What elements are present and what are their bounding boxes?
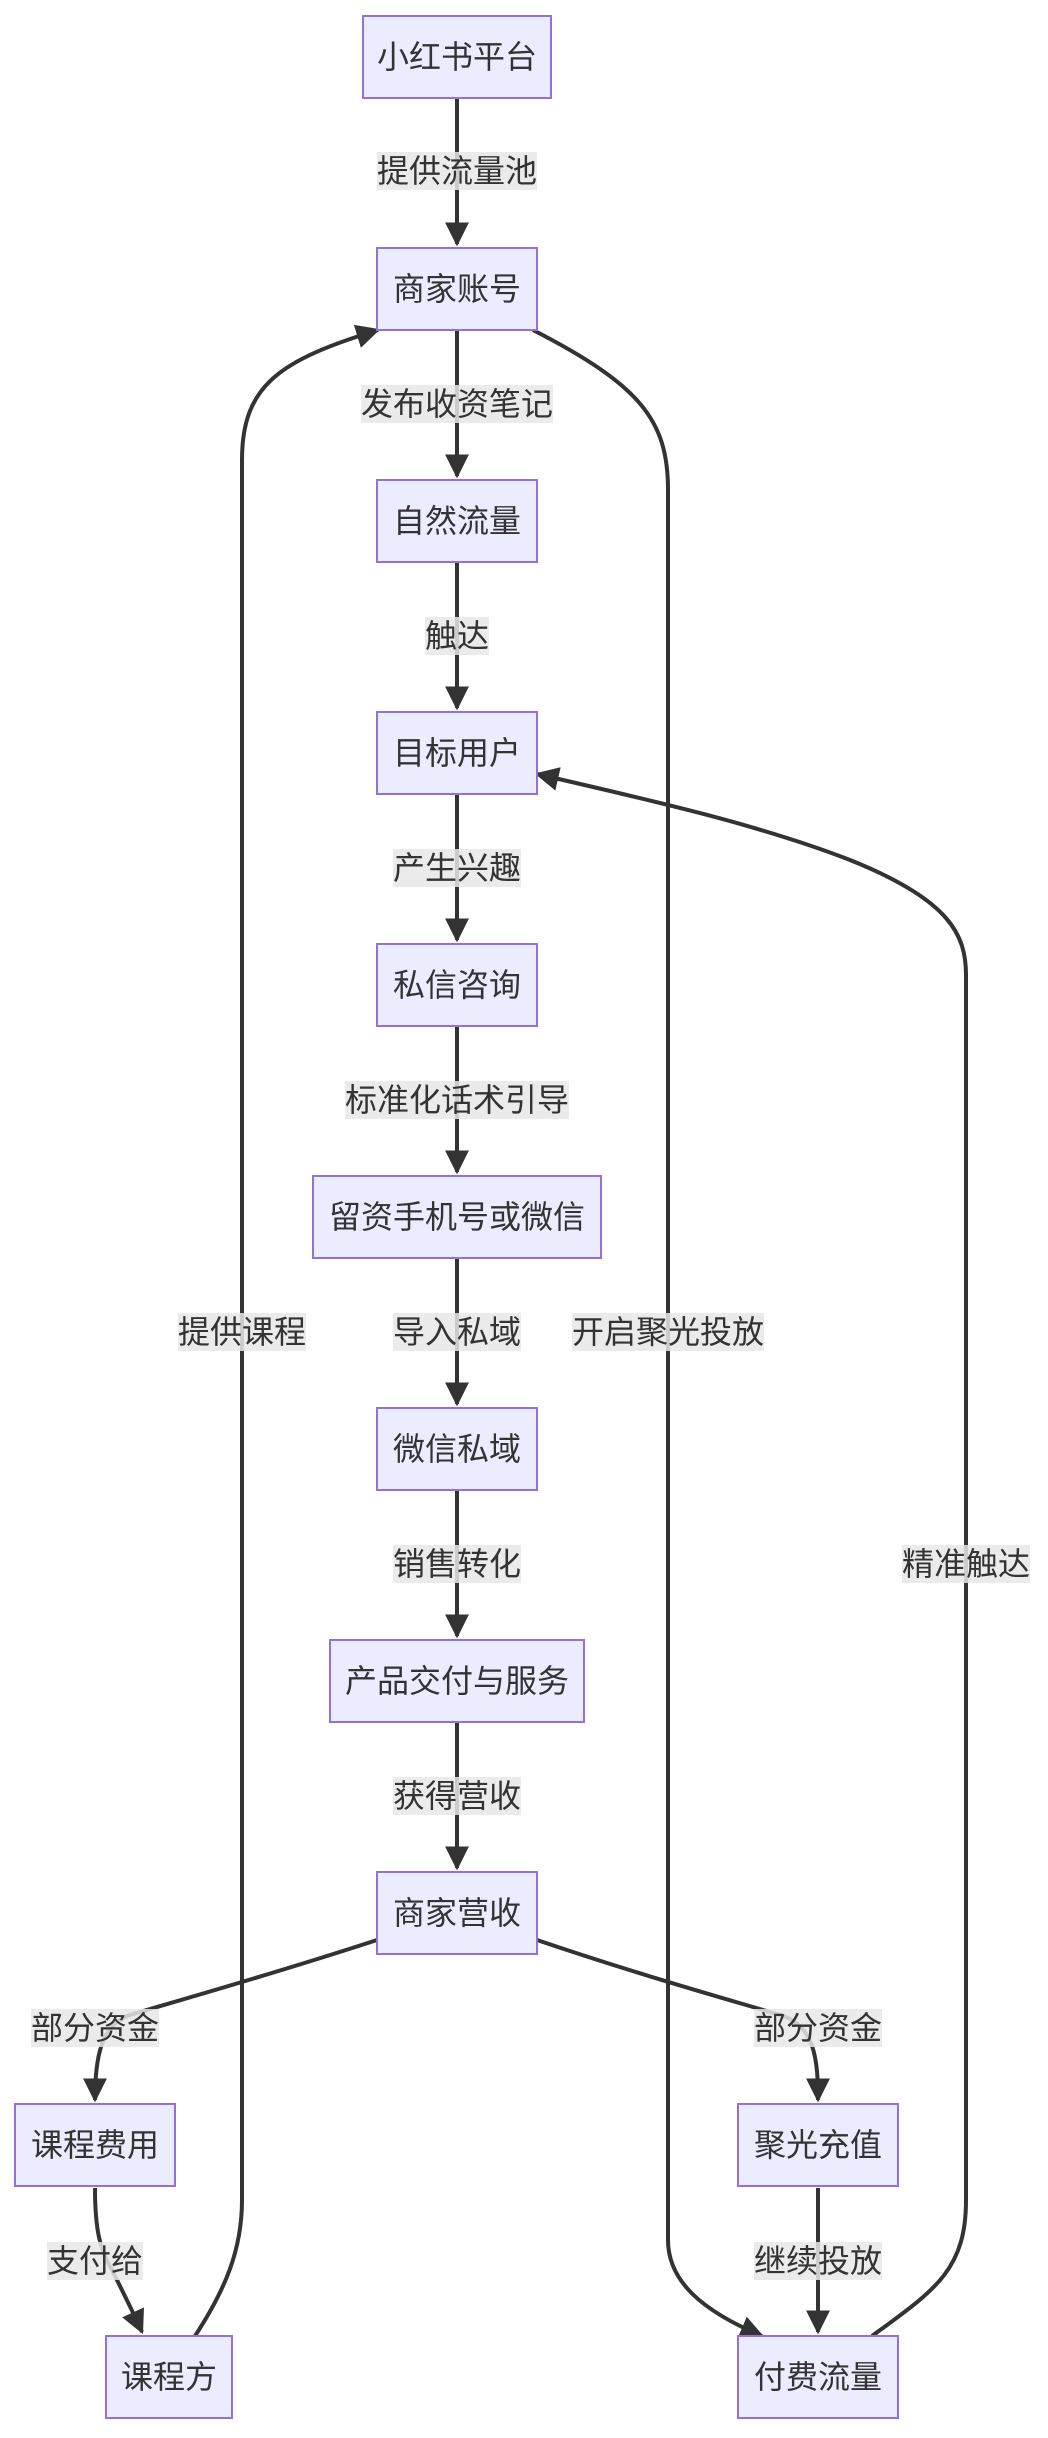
svg-text:销售转化: 销售转化 (393, 1545, 521, 1583)
svg-text:私信咨询: 私信咨询 (393, 966, 521, 1004)
edge-label-provide-course: 提供课程 (178, 1313, 306, 1351)
svg-text:商家账号: 商家账号 (393, 270, 521, 308)
node-target-user: 目标用户 (376, 711, 538, 795)
edge-label-publish-notes: 发布收资笔记 (361, 385, 553, 423)
edge-label-import-private: 导入私域 (393, 1313, 521, 1351)
edge-label-part-funds-right: 部分资金 (754, 2009, 882, 2047)
svg-text:付费流量: 付费流量 (754, 2358, 882, 2396)
svg-text:提供流量池: 提供流量池 (377, 152, 537, 190)
edge-provider-to-merchant (193, 324, 381, 2338)
svg-text:留资手机号或微信: 留资手机号或微信 (329, 1198, 585, 1236)
svg-text:小红书平台: 小红书平台 (377, 38, 537, 76)
node-juguang-recharge: 聚光充值 (737, 2103, 899, 2187)
node-platform: 小红书平台 (362, 15, 552, 99)
node-leave-contact: 留资手机号或微信 (312, 1175, 602, 1259)
svg-text:部分资金: 部分资金 (754, 2009, 882, 2047)
svg-text:部分资金: 部分资金 (31, 2009, 159, 2047)
svg-text:商家营收: 商家营收 (393, 1894, 521, 1932)
svg-text:聚光充值: 聚光充值 (754, 2126, 882, 2164)
node-merchant-revenue: 商家营收 (376, 1871, 538, 1955)
node-merchant-account: 商家账号 (376, 247, 538, 331)
edge-label-provide-traffic-pool: 提供流量池 (377, 152, 537, 190)
node-delivery-service: 产品交付与服务 (329, 1639, 585, 1723)
edge-label-sales-conversion: 销售转化 (393, 1545, 521, 1583)
svg-text:标准化话术引导: 标准化话术引导 (345, 1081, 569, 1119)
svg-text:支付给: 支付给 (47, 2242, 143, 2280)
node-wechat-private: 微信私域 (376, 1407, 538, 1491)
edge-label-standard-script: 标准化话术引导 (345, 1081, 569, 1119)
edge-label-precise-reach: 精准触达 (902, 1545, 1030, 1583)
edge-merchant-to-paid (532, 328, 765, 2339)
svg-text:开启聚光投放: 开启聚光投放 (572, 1313, 764, 1351)
svg-text:获得营收: 获得营收 (393, 1777, 521, 1815)
svg-text:继续投放: 继续投放 (754, 2242, 882, 2280)
node-paid-traffic: 付费流量 (737, 2335, 899, 2419)
svg-text:精准触达: 精准触达 (902, 1545, 1030, 1583)
svg-text:导入私域: 导入私域 (393, 1313, 521, 1351)
edge-label-pay-to: 支付给 (47, 2242, 143, 2280)
node-natural-traffic: 自然流量 (376, 479, 538, 563)
svg-text:触达: 触达 (425, 617, 489, 655)
edge-label-reach: 触达 (425, 617, 489, 655)
edge-label-interest: 产生兴趣 (393, 849, 521, 887)
svg-text:产品交付与服务: 产品交付与服务 (345, 1662, 569, 1700)
edge-paid-to-target (534, 767, 968, 2338)
node-course-provider: 课程方 (105, 2335, 233, 2419)
svg-text:目标用户: 目标用户 (393, 734, 521, 772)
svg-text:产生兴趣: 产生兴趣 (393, 849, 521, 887)
svg-text:课程费用: 课程费用 (31, 2126, 159, 2164)
edge-label-continue-ads: 继续投放 (754, 2242, 882, 2280)
edge-label-open-juguang: 开启聚光投放 (572, 1313, 764, 1351)
svg-text:自然流量: 自然流量 (393, 502, 521, 540)
svg-text:课程方: 课程方 (121, 2358, 217, 2396)
node-course-fee: 课程费用 (14, 2103, 176, 2187)
svg-text:微信私域: 微信私域 (393, 1430, 521, 1468)
node-private-consult: 私信咨询 (376, 943, 538, 1027)
edge-label-get-revenue: 获得营收 (393, 1777, 521, 1815)
edge-label-part-funds-left: 部分资金 (31, 2009, 159, 2047)
svg-text:提供课程: 提供课程 (178, 1313, 306, 1351)
svg-text:发布收资笔记: 发布收资笔记 (361, 385, 553, 423)
